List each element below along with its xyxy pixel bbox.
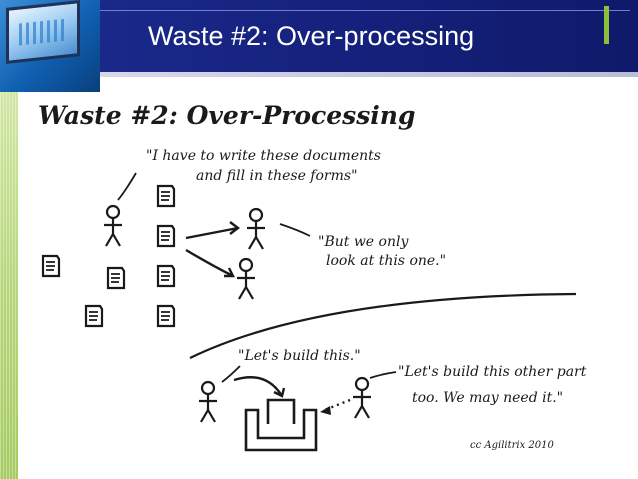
header-stripe	[0, 72, 638, 77]
sketch-credit: cc Agilitrix 2010	[470, 440, 555, 451]
slide-header	[0, 0, 638, 72]
sketch-illustration: Waste #2: Over-Processing "I have to wri…	[38, 101, 587, 452]
document-4	[156, 304, 176, 328]
speech-line-1	[117, 172, 137, 201]
speech-line-2	[279, 223, 311, 237]
arrow-to-reader-1	[185, 221, 240, 240]
person-reader-2	[235, 257, 257, 301]
speech-line-3	[221, 365, 241, 383]
header-divider	[100, 10, 630, 11]
accent-bar	[604, 6, 609, 44]
left-decorative-strip	[0, 92, 18, 479]
document-7	[84, 304, 104, 328]
document-3	[156, 264, 176, 288]
quote-other-part-line1: "Let's build this other part	[398, 364, 587, 380]
sketch-heading: Waste #2: Over-Processing	[38, 101, 415, 130]
quote-build-this: "Let's build this."	[238, 348, 361, 364]
slide-title: Waste #2: Over-processing	[148, 21, 475, 51]
document-1	[156, 184, 176, 208]
quote-forms-line2: and fill in these forms"	[196, 168, 358, 184]
document-2	[156, 224, 176, 248]
quote-only-one-line1: "But we only	[318, 234, 409, 250]
divider-curve	[189, 292, 577, 359]
dotted-arrow-head	[320, 406, 331, 415]
document-5	[41, 254, 61, 278]
person-reader-1	[245, 207, 267, 251]
arrow-to-product	[233, 376, 286, 398]
person-writer	[102, 204, 124, 248]
monitor-icon	[6, 0, 80, 64]
quote-forms-line1: "I have to write these documents	[146, 148, 381, 164]
computer-logo-icon	[0, 0, 100, 92]
document-6	[106, 266, 126, 290]
person-builder	[197, 380, 219, 424]
product-icon	[244, 398, 318, 452]
person-extra-builder	[351, 376, 373, 420]
arrow-to-reader-2	[185, 248, 235, 278]
quote-only-one-line2: look at this one."	[326, 253, 446, 269]
quote-other-part-line2: too. We may need it."	[412, 390, 563, 406]
speech-line-4	[369, 371, 397, 379]
